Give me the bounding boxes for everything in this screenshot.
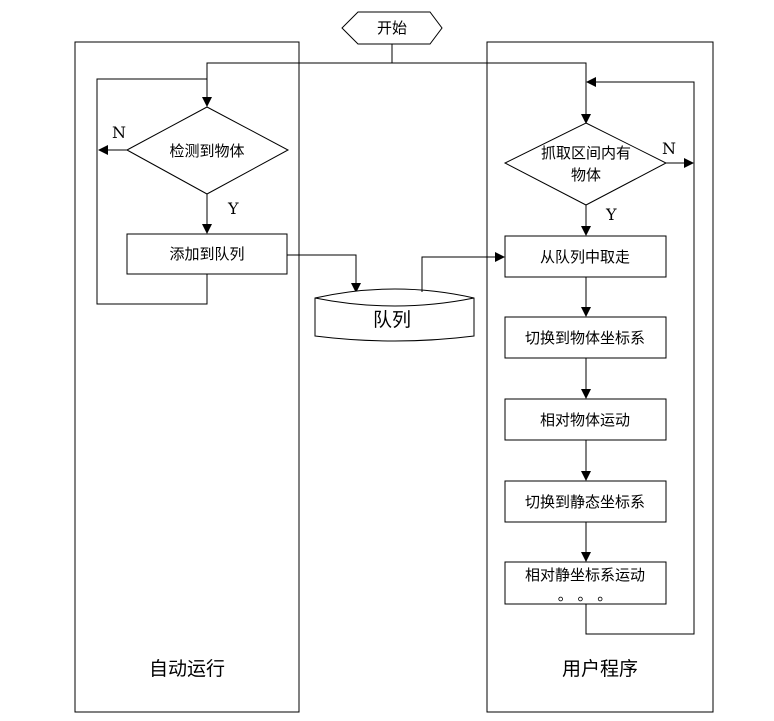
right-yes-label: Y — [605, 205, 617, 224]
right-loop-line — [585, 77, 695, 635]
left-no-label: N — [112, 123, 126, 142]
step-move-relative-object — [504, 398, 667, 441]
right-no-label: N — [662, 139, 676, 158]
start-to-left-decision — [202, 62, 392, 107]
decision-detect-object-label: 检测到物体 — [169, 142, 244, 160]
step-take-from-queue-label: 从队列中取走 — [540, 248, 630, 266]
step-take-from-queue — [504, 235, 667, 278]
queue-label: 队列 — [373, 309, 411, 331]
lane-user-program — [486, 41, 714, 713]
left-loop-line — [96, 78, 208, 305]
queue-to-take-arrow — [421, 252, 505, 292]
step-move-relative-static — [504, 561, 667, 605]
add-to-queue-arrow — [287, 254, 361, 293]
decision-object-in-range-line1: 抓取区间内有 — [541, 144, 631, 162]
queue-storage-top-curve — [314, 297, 475, 307]
process-add-to-queue-label: 添加到队列 — [169, 245, 244, 263]
step-ellipsis: 。 。 。 — [558, 586, 613, 604]
process-add-to-queue — [126, 233, 288, 275]
lane-auto-run-title: 自动运行 — [149, 658, 225, 680]
left-yes-label: Y — [227, 199, 239, 218]
step-switch-static-frame-label: 切换到静态坐标系 — [525, 493, 645, 511]
step-move-relative-static-label: 相对静坐标系运动 — [525, 566, 645, 584]
step-switch-static-frame — [504, 480, 667, 523]
step-switch-object-frame — [504, 316, 667, 359]
decision-object-in-range-line2: 物体 — [571, 166, 601, 184]
step-move-relative-object-label: 相对物体运动 — [540, 411, 630, 429]
queue-storage — [314, 288, 475, 342]
decision-object-in-range — [503, 122, 668, 206]
start-label: 开始 — [377, 19, 407, 37]
lane-auto-run — [74, 41, 300, 713]
start-terminal — [341, 11, 443, 45]
lane-user-program-title: 用户程序 — [562, 658, 638, 680]
step-switch-object-frame-label: 切换到物体坐标系 — [525, 329, 645, 347]
start-to-right-decision — [392, 62, 591, 124]
